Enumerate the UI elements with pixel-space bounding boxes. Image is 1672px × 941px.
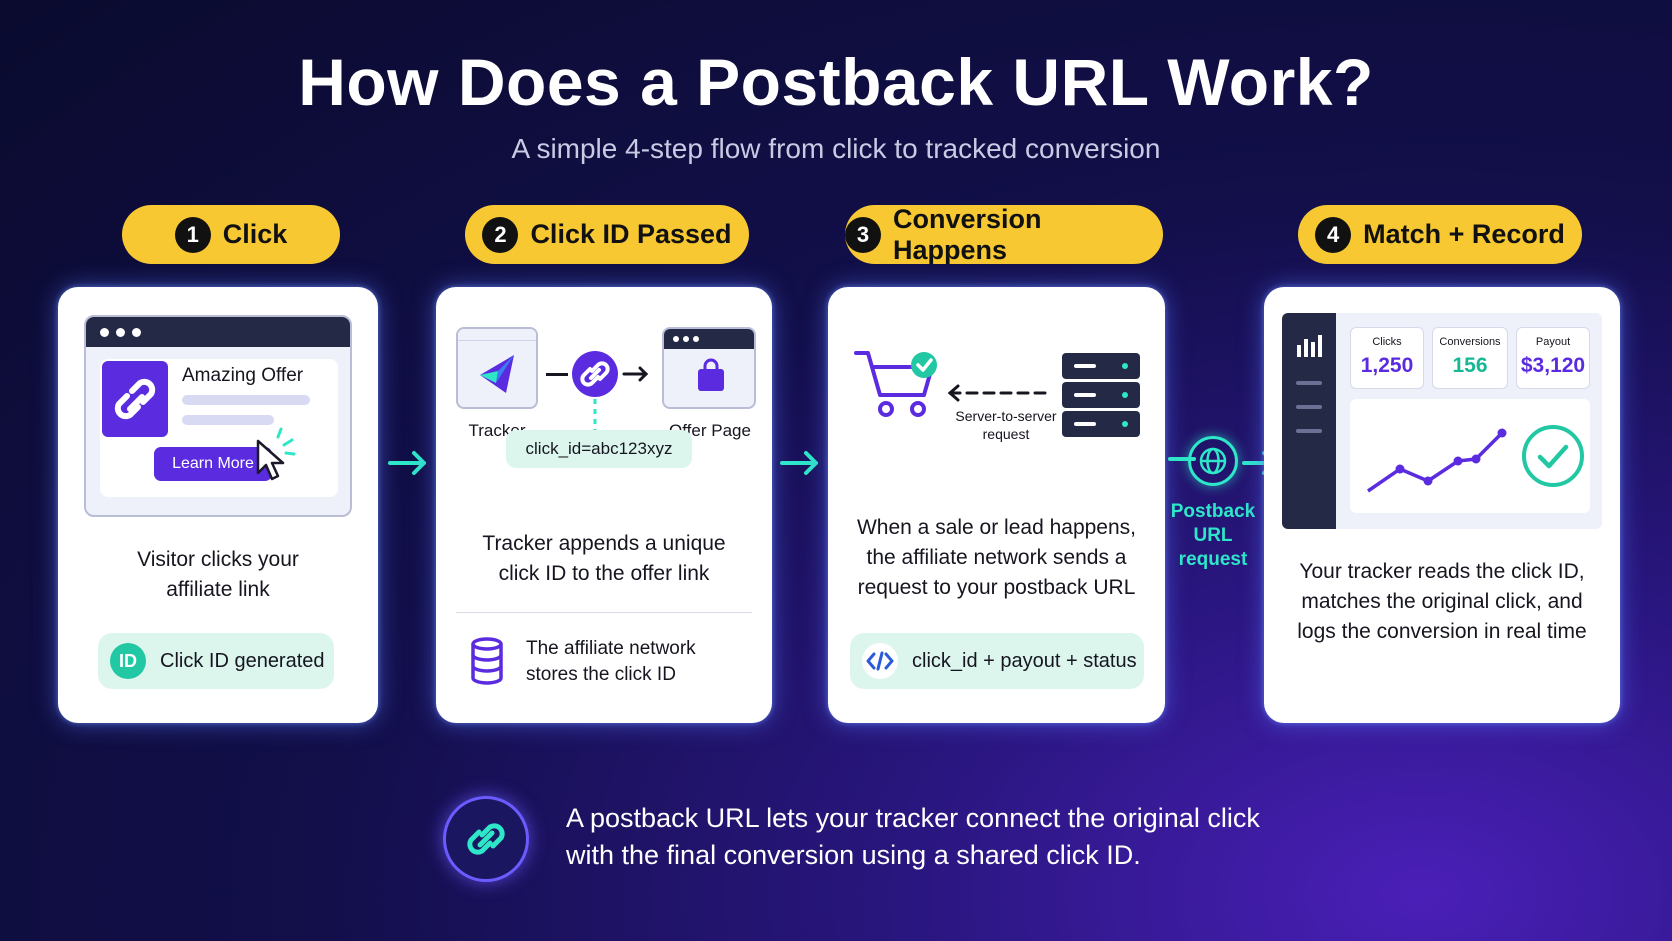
step-4-card: Clicks 1,250 Conversions 156 Payout $3,1… xyxy=(1264,287,1620,723)
tracker-logo-icon xyxy=(480,355,514,393)
checkmark-circle-icon xyxy=(1522,425,1584,487)
footer-line2: with the final conversion using a shared… xyxy=(566,840,1141,870)
step-1-label: Click xyxy=(222,219,288,249)
payload-chip: click_id + payout + status xyxy=(850,633,1144,689)
postback-label-line2: URL xyxy=(1193,525,1233,546)
step-4-pill: 4 Match + Record xyxy=(1298,205,1582,264)
stat-conversions-value: 156 xyxy=(1452,354,1488,377)
arrow-right-icon xyxy=(780,451,818,475)
cursor-icon xyxy=(256,427,296,481)
step-4-desc-line3: logs the conversion in real time xyxy=(1297,620,1587,643)
click-id-chip: ID Click ID generated xyxy=(98,633,334,689)
footer-line1: A postback URL lets your tracker connect… xyxy=(566,803,1260,833)
postback-label-line3: request xyxy=(1178,549,1248,570)
step-3-number: 3 xyxy=(845,216,881,253)
click-id-chip-label: Click ID generated xyxy=(160,649,325,672)
id-badge-icon: ID xyxy=(110,643,146,679)
database-icon xyxy=(471,637,503,685)
arrow-right-icon xyxy=(388,451,426,475)
code-icon xyxy=(862,643,898,679)
divider xyxy=(456,612,752,613)
dashboard: Clicks 1,250 Conversions 156 Payout $3,1… xyxy=(1282,313,1602,529)
step-2-card: Tracker Offer Page click_id=abc123 xyxy=(436,287,772,723)
step-1-pill: 1 Click xyxy=(122,205,340,264)
link-icon xyxy=(102,361,168,437)
step-2-note-line2: stores the click ID xyxy=(526,664,676,685)
step-4-label: Match + Record xyxy=(1363,219,1565,249)
step-2-label: Click ID Passed xyxy=(530,219,732,249)
step-1-desc-line1: Visitor clicks your xyxy=(137,548,299,571)
step-2-number: 2 xyxy=(482,216,519,253)
step-4-desc-line1: Your tracker reads the click ID, xyxy=(1299,560,1585,583)
stat-clicks-value: 1,250 xyxy=(1360,354,1414,377)
stat-payout-label: Payout xyxy=(1535,336,1571,348)
step-3-card: Server-to-server request When a sale or … xyxy=(828,287,1165,723)
step-2-desc-line2: click ID to the offer link xyxy=(498,562,710,585)
step-4-number: 4 xyxy=(1315,216,1352,253)
stat-payout-value: $3,120 xyxy=(1520,354,1586,377)
step-3-pill: 3 Conversion Happens xyxy=(845,203,1163,265)
shopping-bag-icon xyxy=(698,358,724,391)
server-icon xyxy=(1062,353,1140,437)
step-2-desc-line1: Tracker appends a unique xyxy=(482,532,726,555)
step-3-desc-line2: the affiliate network sends a xyxy=(866,546,1127,569)
step-1-card: Amazing Offer Learn More Visitor clicks … xyxy=(58,287,378,723)
offer-page-window xyxy=(662,327,756,409)
stat-conversions: Conversions 156 xyxy=(1432,327,1508,389)
offer-panel: Amazing Offer Learn More xyxy=(100,359,338,497)
browser-titlebar xyxy=(86,317,350,347)
shopping-cart-icon xyxy=(854,351,937,417)
step-3-label: Conversion Happens xyxy=(893,203,1042,265)
step-2-note-line1: The affiliate network xyxy=(526,638,696,659)
trend-line-chart xyxy=(1367,428,1507,493)
payload-chip-label: click_id + payout + status xyxy=(912,649,1137,672)
link-circle-icon xyxy=(572,351,618,397)
step-1-number: 1 xyxy=(174,216,211,253)
learn-more-button[interactable]: Learn More xyxy=(154,447,272,481)
step-2-pill: 2 Click ID Passed xyxy=(465,205,749,264)
stat-clicks-label: Clicks xyxy=(1372,336,1402,348)
step-3-desc-line1: When a sale or lead happens, xyxy=(856,516,1137,539)
stat-payout: Payout $3,120 xyxy=(1516,327,1590,389)
dashboard-sidebar xyxy=(1282,313,1336,529)
page-title: How Does a Postback URL Work? xyxy=(298,45,1374,119)
stat-conversions-label: Conversions xyxy=(1439,336,1501,348)
bar-chart-icon xyxy=(1297,335,1322,357)
tracker-app xyxy=(456,327,538,409)
step-3-desc-line3: request to your postback URL xyxy=(857,576,1136,599)
click-id-tag: click_id=abc123xyz xyxy=(506,430,692,468)
browser-window: Amazing Offer Learn More xyxy=(84,315,352,517)
server-label-line1: Server-to-server xyxy=(955,408,1057,424)
server-label-line2: request xyxy=(982,426,1030,442)
globe-icon xyxy=(1188,436,1238,486)
footer-link-icon xyxy=(443,796,529,882)
chart-panel xyxy=(1350,399,1590,513)
offer-title: Amazing Offer xyxy=(182,365,304,386)
step-4-desc-line2: matches the original click, and xyxy=(1301,590,1583,613)
postback-label-line1: Postback xyxy=(1170,501,1256,522)
stat-clicks: Clicks 1,250 xyxy=(1350,327,1424,389)
page-subtitle: A simple 4-step flow from click to track… xyxy=(511,133,1161,164)
step-1-desc-line2: affiliate link xyxy=(166,578,270,601)
